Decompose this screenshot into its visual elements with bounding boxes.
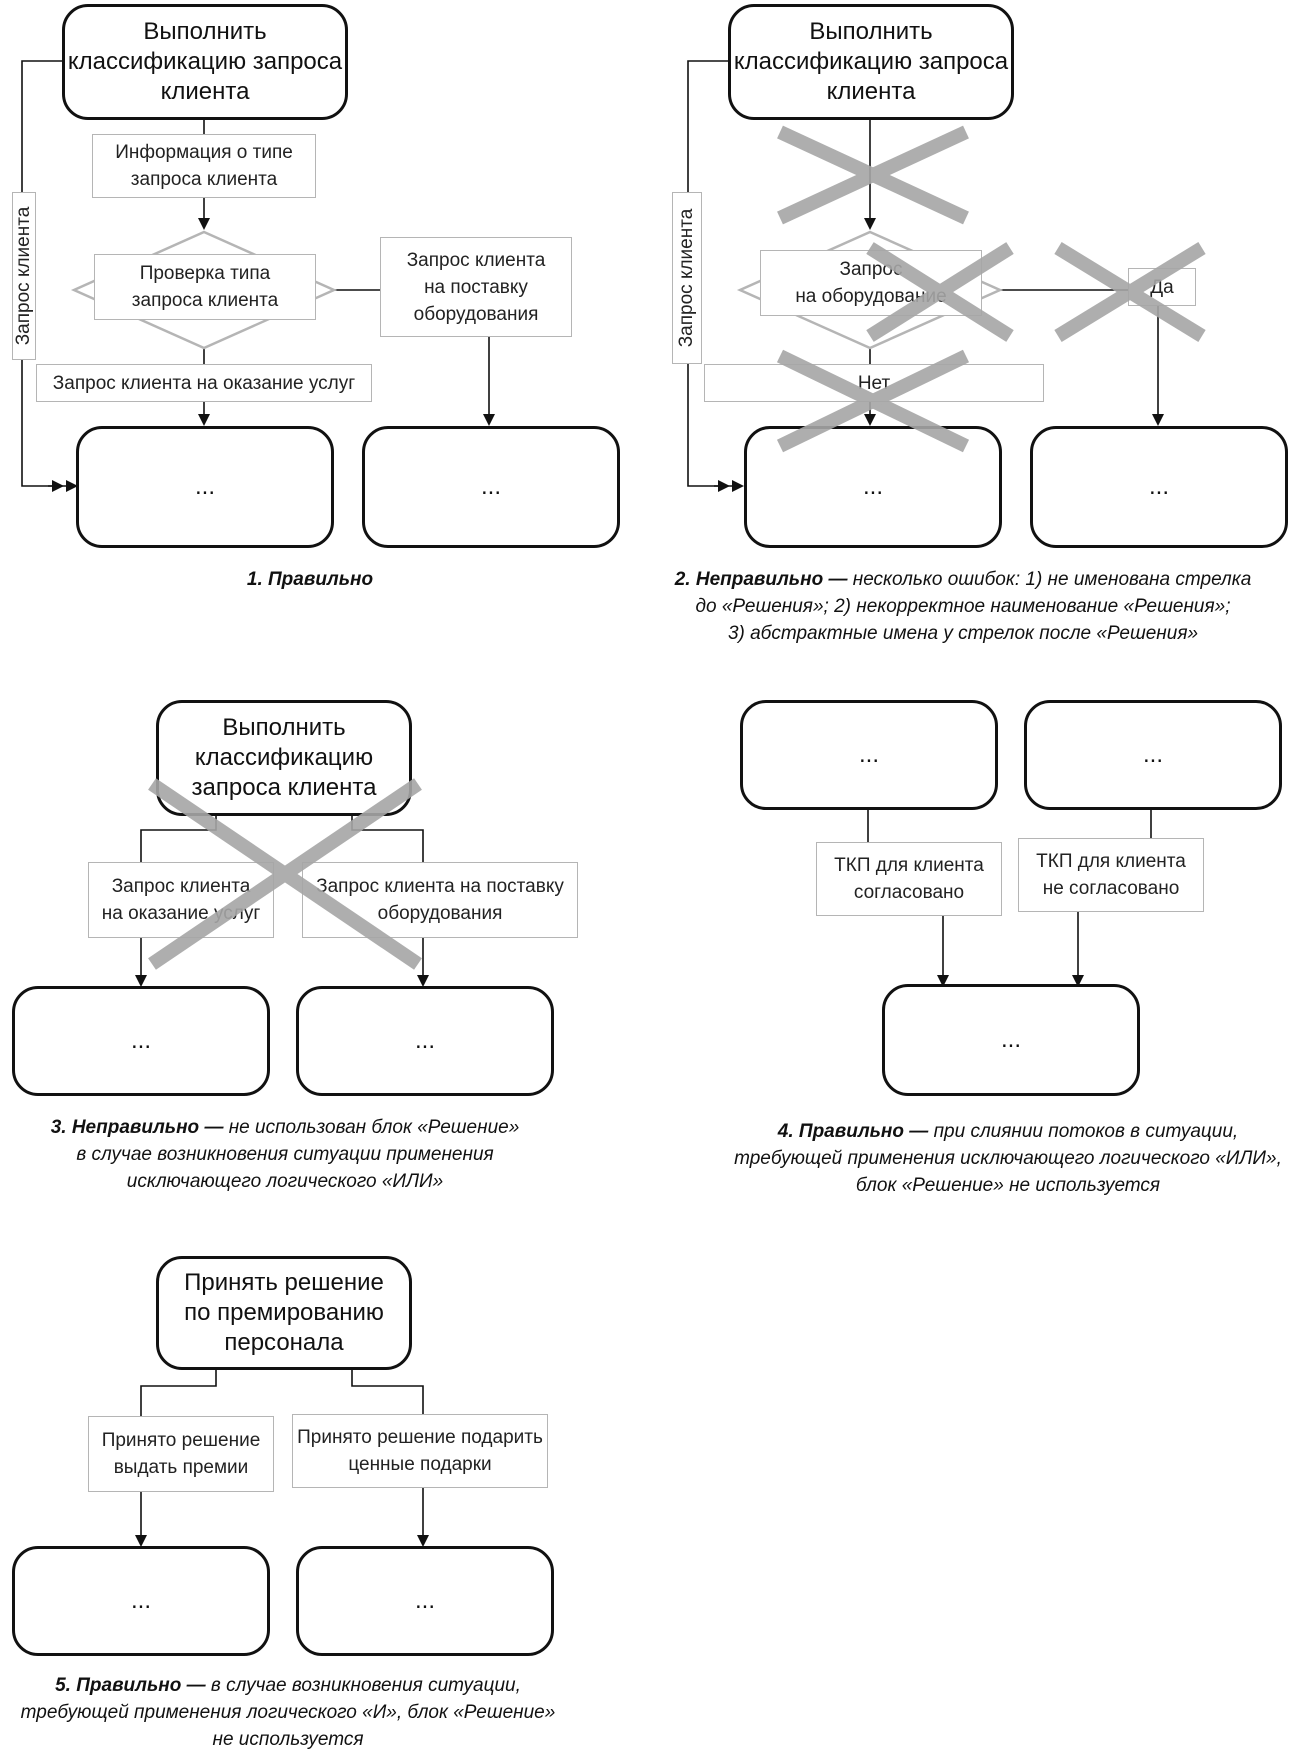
d3-caption-rest: не использован блок «Решение» в случае в… [76, 1117, 520, 1192]
cross-mark-d2-no [776, 349, 970, 453]
d5-caption: 5. Правильно — в случае возникновения си… [20, 1672, 556, 1753]
d3-box-right-text: ... [414, 1027, 435, 1054]
d1-box-left-text: ... [194, 473, 215, 500]
d5-gift-label: Принято решение подарить ценные подарки [292, 1414, 548, 1488]
d1-box-right-text: ... [480, 473, 501, 500]
d3-caption: 3. Неправильно — не использован блок «Ре… [20, 1114, 550, 1195]
d4-caption-bold: 4. Правильно — [777, 1121, 934, 1142]
d4-box-bottom-text: ... [1000, 1026, 1021, 1053]
d5-box-right-text: ... [414, 1587, 435, 1614]
d4-box-right: ... [1024, 700, 1282, 810]
d5-process-title: Принять решение по премированию персонал… [184, 1269, 384, 1356]
cross-mark-d2-yes [1054, 242, 1206, 342]
d1-decision-label: Проверка типа запроса клиента [94, 254, 316, 320]
d4-caption-rest: при слиянии потоков в ситуации, требующе… [734, 1121, 1282, 1196]
d3-box-left-text: ... [130, 1027, 151, 1054]
d4-box-bottom: ... [882, 984, 1140, 1096]
cross-mark-d2-top [777, 125, 969, 225]
d4-not-agreed-label-text: ТКП для клиента не согласовано [1036, 851, 1186, 899]
d1-process-title: Выполнить классификацию запроса клиента [67, 18, 343, 105]
d2-box-right: ... [1030, 426, 1288, 548]
d5-gift-label-text: Принято решение подарить ценные подарки [297, 1427, 543, 1475]
d3-process-title: Выполнить классификацию запроса клиента [191, 714, 377, 801]
d3-box-left: ... [12, 986, 270, 1096]
cross-mark-d3 [148, 778, 422, 970]
cross-mark-d2-decision [866, 242, 1014, 342]
d3-equipment-label-text: Запрос клиента на поставку оборудования [316, 876, 564, 924]
d1-services-label-text: Запрос клиента на оказание услуг [52, 372, 356, 394]
d2-side-label: Запрос клиента [672, 192, 702, 364]
d1-process-box: Выполнить классификацию запроса клиента [62, 4, 348, 120]
d5-process-box: Принять решение по премированию персонал… [156, 1256, 412, 1370]
d1-info-label-text: Информация о типе запроса клиента [115, 142, 293, 190]
d1-caption: 1. Правильно [140, 566, 480, 593]
d1-decision-text: Проверка типа запроса клиента [131, 263, 279, 311]
d4-agreed-label-text: ТКП для клиента согласовано [834, 855, 984, 903]
d1-box-left: ... [76, 426, 334, 548]
d2-process-box: Выполнить классификацию запроса клиента [728, 4, 1014, 120]
d3-process-box: Выполнить классификацию запроса клиента [156, 700, 412, 816]
d2-decision-label: Запрос на оборудование [760, 250, 982, 316]
d5-caption-bold: 5. Правильно — [55, 1675, 211, 1696]
d3-caption-bold: 3. Неправильно — [50, 1117, 229, 1138]
d2-caption-bold: 2. Неправильно — [674, 569, 853, 590]
d4-box-right-text: ... [1142, 741, 1163, 768]
d4-box-left-text: ... [858, 741, 879, 768]
d4-not-agreed-label: ТКП для клиента не согласовано [1018, 838, 1204, 912]
d5-box-right: ... [296, 1546, 554, 1656]
d5-box-left-text: ... [130, 1587, 151, 1614]
d2-no-label-text: Нет [857, 372, 891, 394]
d2-process-title: Выполнить классификацию запроса клиента [733, 18, 1009, 105]
d2-caption: 2. Неправильно — несколько ошибок: 1) не… [640, 566, 1286, 647]
d5-caption-rest: в случае возникновения ситуации, требующ… [20, 1675, 556, 1750]
d5-bonus-label: Принято решение выдать премии [88, 1416, 274, 1492]
d5-box-left: ... [12, 1546, 270, 1656]
d3-box-right: ... [296, 986, 554, 1096]
d1-caption-bold: 1. Правильно [246, 569, 374, 590]
d1-equipment-label: Запрос клиента на поставку оборудования [380, 237, 572, 337]
d1-info-label: Информация о типе запроса клиента [92, 134, 316, 198]
d4-agreed-label: ТКП для клиента согласовано [816, 842, 1002, 916]
d1-services-label: Запрос клиента на оказание услуг [36, 364, 372, 402]
d1-box-right: ... [362, 426, 620, 548]
d4-caption: 4. Правильно — при слиянии потоков в сит… [730, 1118, 1286, 1199]
d1-side-label: Запрос клиента [12, 192, 36, 360]
d4-box-left: ... [740, 700, 998, 810]
d1-equipment-label-text: Запрос клиента на поставку оборудования [406, 249, 546, 325]
d3-equipment-label: Запрос клиента на поставку оборудования [302, 862, 578, 938]
d2-caption-rest: несколько ошибок: 1) не именована стрелк… [695, 569, 1252, 644]
d2-box-right-text: ... [1148, 473, 1169, 500]
d5-bonus-label-text: Принято решение выдать премии [101, 1430, 261, 1478]
d2-box-left-text: ... [862, 473, 883, 500]
